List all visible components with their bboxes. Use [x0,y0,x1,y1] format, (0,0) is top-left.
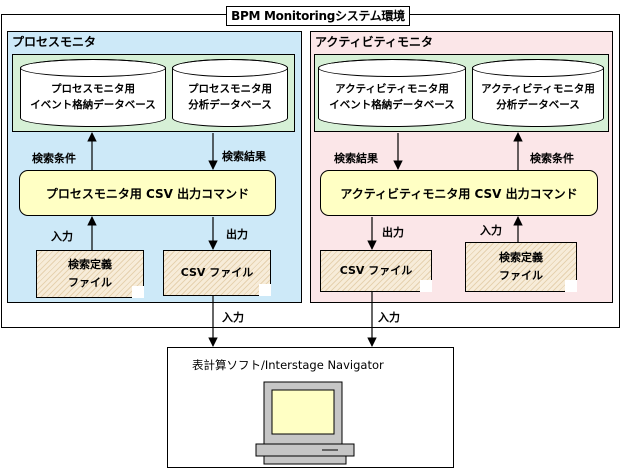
client-label: 表計算ソフト/Interstage Navigator [192,358,384,372]
process-search-def-file: 検索定義 ファイル [36,250,144,298]
activity-search-result-label: 検索結果 [334,152,378,165]
activity-csv-command: アクティビティモニタ用 CSV 出力コマンド [320,170,598,216]
diagram-title: BPM Monitoringシステム環境 [226,6,410,26]
process-input-label: 入力 [51,230,73,243]
page-fold-icon [259,284,271,296]
activity-csv-file: CSV ファイル [320,250,432,292]
process-analysis-db: プロセスモニタ用 分析データベース [172,59,288,127]
bottom-input-right-label: 入力 [378,311,400,324]
page-fold-icon [565,280,577,292]
process-csv-file: CSV ファイル [163,250,271,296]
activity-search-condition-label: 検索条件 [530,152,574,165]
activity-output-label: 出力 [382,226,404,239]
process-event-db: プロセスモニタ用 イベント格納データベース [20,59,166,127]
activity-analysis-db: アクティビティモニタ用 分析データベース [472,59,604,127]
activity-monitor-label: アクティビティモニタ [315,35,433,49]
page-fold-icon [420,280,432,292]
process-search-def-file-label: 検索定義 ファイル [68,258,112,289]
process-csv-command: プロセスモニタ用 CSV 出力コマンド [19,170,276,216]
activity-input-label: 入力 [480,224,502,237]
process-search-condition-label: 検索条件 [32,152,76,165]
activity-csv-file-label: CSV ファイル [339,264,413,277]
process-search-result-label: 検索結果 [222,150,266,163]
activity-search-def-file-label: 検索定義 ファイル [499,251,543,282]
computer-icon [255,381,355,465]
activity-search-def-file: 検索定義 ファイル [465,242,577,292]
activity-event-db: アクティビティモニタ用 イベント格納データベース [318,59,466,127]
page-fold-icon [132,286,144,298]
process-output-label: 出力 [226,228,248,241]
process-monitor-label: プロセスモニタ [12,35,97,49]
bottom-input-left-label: 入力 [222,311,244,324]
process-csv-file-label: CSV ファイル [180,266,254,279]
